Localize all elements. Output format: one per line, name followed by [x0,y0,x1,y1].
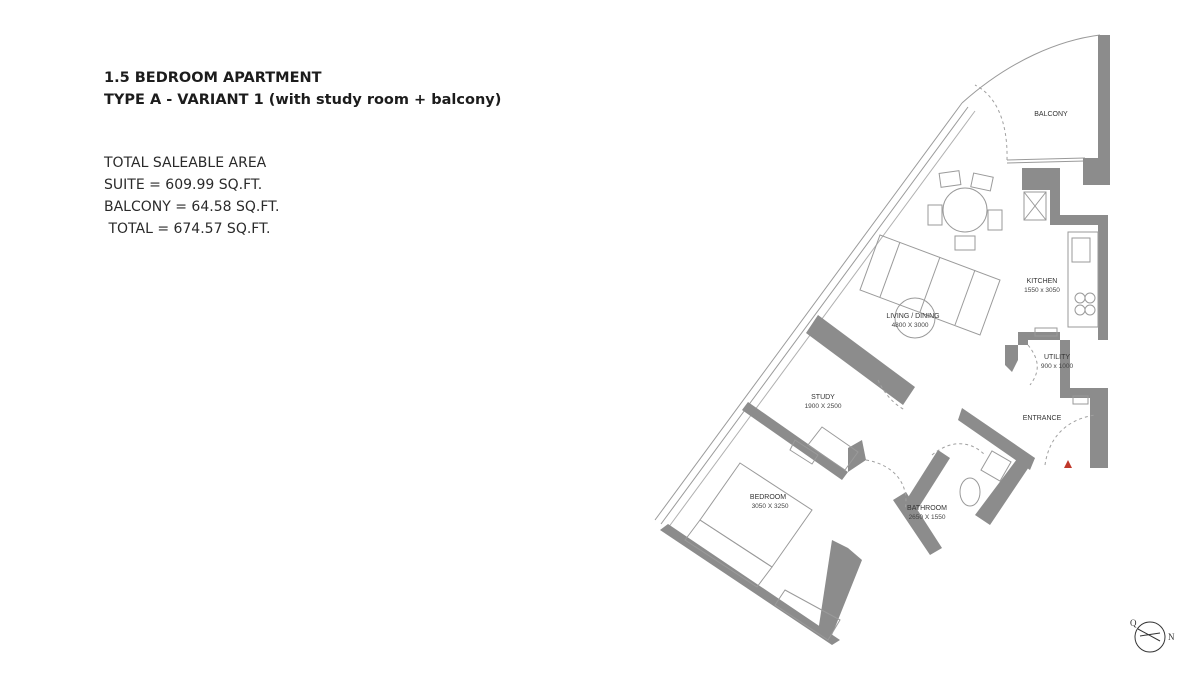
room-labels: BALCONY KITCHEN 1550 x 3050 LIVING / DIN… [750,111,1074,521]
plan-title: 1.5 BEDROOM APARTMENT [104,70,322,86]
kitchen-counter [1023,191,1099,328]
balcony-edge [961,34,1101,104]
utility-label: UTILITY [1044,354,1070,361]
living-dims: 4800 X 3000 [892,322,929,329]
area-heading: TOTAL SALEABLE AREA [104,155,267,171]
compass-icon: Q N [1130,618,1175,653]
compass-letter-right: N [1168,632,1175,642]
area-summary: TOTAL SALEABLE AREA SUITE = 609.99 SQ.FT… [104,152,279,240]
study-label: STUDY [811,394,835,401]
utility-dims: 900 x 1000 [1041,363,1074,370]
balcony-label: BALCONY [1034,111,1068,118]
bed [684,462,841,641]
total-area: TOTAL = 674.57 SQ.FT. [104,221,271,237]
utility-door [1027,344,1038,386]
study-desk [789,426,859,471]
utility-unit [1034,327,1058,337]
study-door [865,459,907,511]
plan-subtitle: TYPE A - VARIANT 1 (with study room + ba… [104,92,502,108]
living-label: LIVING / DINING [886,313,939,320]
bathroom-fixtures [959,450,1012,507]
entrance-door-swing [1044,414,1096,466]
bedroom-label: BEDROOM [750,494,786,501]
kitchen-dims: 1550 x 3050 [1024,287,1060,294]
bathroom-dims: 2650 X 1550 [909,514,946,521]
bathroom-door [931,443,986,456]
entrance-cabinet [1072,395,1089,405]
balcony-area: BALCONY = 64.58 SQ.FT. [104,199,280,215]
balcony-rail [1006,157,1086,161]
bedroom-dims: 3050 X 3250 [752,503,789,510]
walls [660,35,1110,645]
coffee-table [894,297,936,339]
title-block: 1.5 BEDROOM APARTMENT TYPE A - VARIANT 1… [104,67,501,111]
compass-letter-left: Q [1130,618,1137,628]
balcony-door-swing [974,84,1008,161]
bathroom-label: BATHROOM [907,505,947,512]
sofa [859,234,1001,336]
suite-area: SUITE = 609.99 SQ.FT. [104,177,263,193]
kitchen-label: KITCHEN [1027,278,1058,285]
study-dims: 1900 X 2500 [805,403,842,410]
living-door [877,379,906,411]
entrance-arrow-icon [1064,460,1072,468]
dining-table [927,170,1003,251]
entrance-label: ENTRANCE [1023,415,1062,422]
